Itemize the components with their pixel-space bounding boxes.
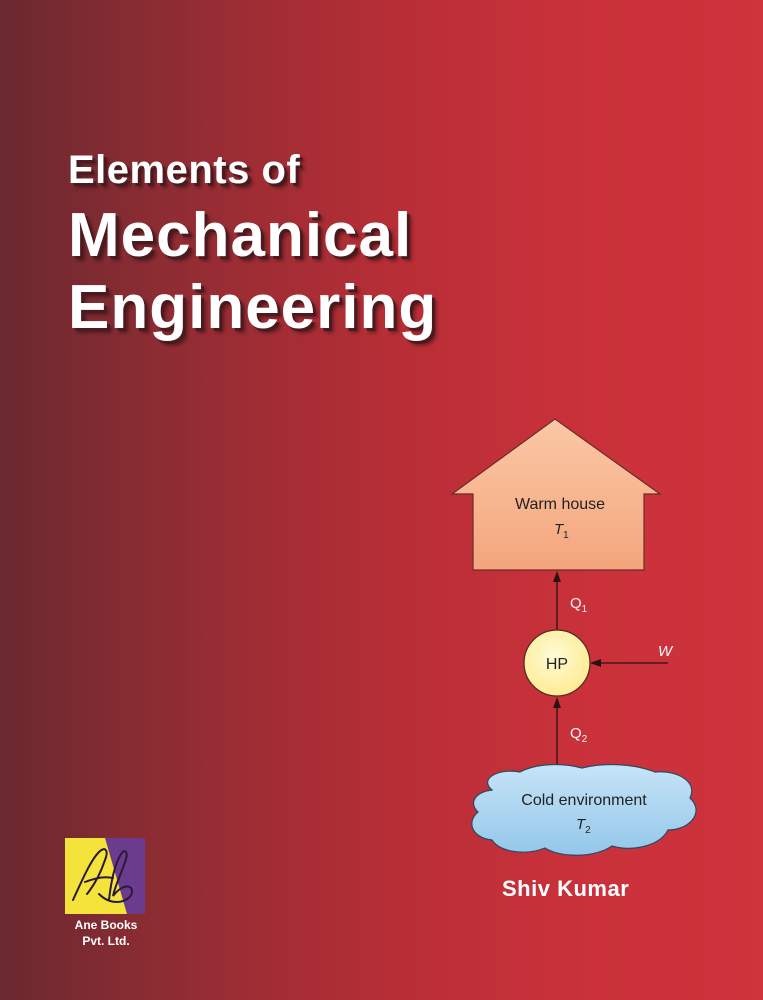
t1-letter: T xyxy=(554,521,565,538)
title-line-1: Elements of xyxy=(68,148,301,192)
w-symbol: W xyxy=(658,643,674,660)
publisher-suffix: Pvt. Ltd. xyxy=(82,934,130,948)
title-line-2: Mechanical xyxy=(68,201,413,270)
author-name: Shiv Kumar xyxy=(502,876,630,901)
w-arrow-head xyxy=(590,659,601,667)
hp-label: HP xyxy=(546,656,568,673)
title-line-3: Engineering xyxy=(68,273,438,342)
t1-subscript: 1 xyxy=(563,530,569,541)
logo-monogram xyxy=(72,848,133,904)
q2-letter: Q xyxy=(570,725,582,742)
q1-arrow-head xyxy=(553,571,561,582)
q2-subscript: 2 xyxy=(582,734,588,745)
q1-symbol: Q1 xyxy=(570,595,588,615)
q2-symbol: Q2 xyxy=(570,725,588,745)
logo-purple-field xyxy=(105,838,145,914)
warm-house-shape xyxy=(450,418,662,571)
cold-environment-label: Cold environment xyxy=(521,792,647,809)
t2-subscript: 2 xyxy=(585,825,591,836)
t2-symbol: T2 xyxy=(576,816,591,836)
q1-letter: Q xyxy=(570,595,582,612)
cold-environment-cloud xyxy=(471,763,697,856)
t1-symbol: T1 xyxy=(554,521,569,541)
publisher-logo xyxy=(65,838,145,914)
t2-letter: T xyxy=(576,816,587,833)
q2-arrow-head xyxy=(553,697,561,708)
warm-house-label: Warm house xyxy=(515,496,605,513)
q1-subscript: 1 xyxy=(582,604,588,615)
publisher-name: Ane Books xyxy=(74,918,138,932)
